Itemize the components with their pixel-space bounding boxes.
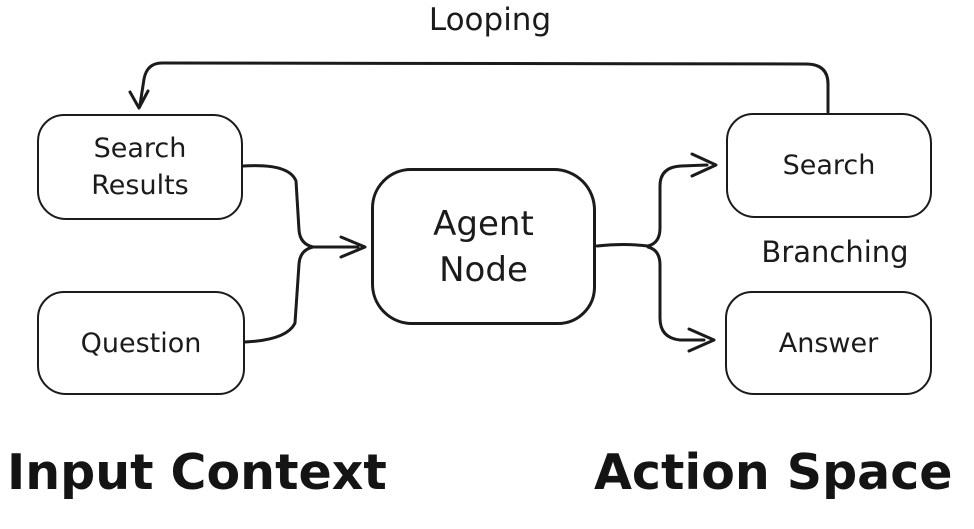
edge-agent-to-search-arrowhead-icon <box>690 152 718 178</box>
edge-merge-arrowhead-icon <box>339 235 367 259</box>
edge-search-results-to-agent <box>241 164 315 249</box>
edge-agent-to-search <box>646 163 709 248</box>
label-input-context: Input Context <box>7 444 387 501</box>
label-looping: Looping <box>428 2 552 38</box>
node-search-label: Search <box>782 150 876 181</box>
node-question-label: Question <box>80 327 202 359</box>
node-search-results-label-line1: Search <box>93 133 187 164</box>
edge-agent-out-shaft <box>595 243 650 248</box>
node-answer: Answer <box>725 291 932 395</box>
node-search-results-label-line2: Results <box>91 170 189 201</box>
node-agent: Agent Node <box>371 168 596 325</box>
node-agent-label-line2: Node <box>439 249 528 290</box>
label-branching: Branching <box>761 235 909 269</box>
label-action-space: Action Space <box>594 444 953 501</box>
edge-loop <box>138 61 830 114</box>
node-agent-label-line1: Agent <box>433 203 534 244</box>
node-answer-label: Answer <box>778 327 879 359</box>
edge-loop-arrowhead-icon <box>128 89 150 110</box>
node-search-results: Search Results <box>37 114 243 220</box>
edge-agent-to-answer-arrowhead-icon <box>687 327 716 353</box>
edge-agent-to-answer <box>646 245 706 342</box>
node-search: Search <box>726 113 932 218</box>
node-question: Question <box>37 291 245 395</box>
edge-question-to-agent <box>243 245 315 344</box>
